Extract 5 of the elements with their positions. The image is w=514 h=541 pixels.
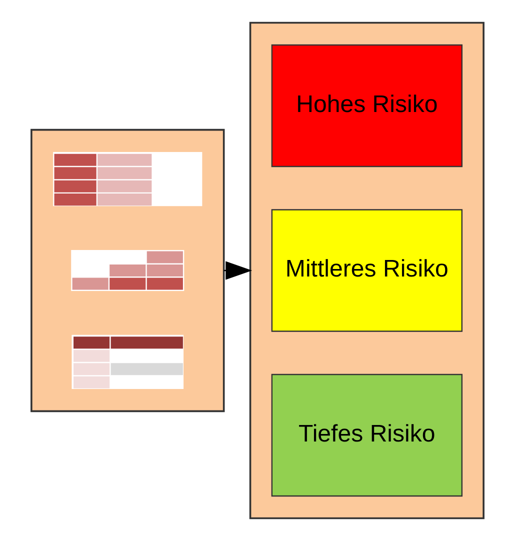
node-box: Tiefes Risiko bbox=[270, 374, 462, 497]
cluster bbox=[30, 128, 224, 412]
node-box: Mittleres Risiko bbox=[270, 209, 462, 332]
node-box: Hohes Risiko bbox=[270, 44, 462, 168]
cluster bbox=[248, 22, 484, 520]
